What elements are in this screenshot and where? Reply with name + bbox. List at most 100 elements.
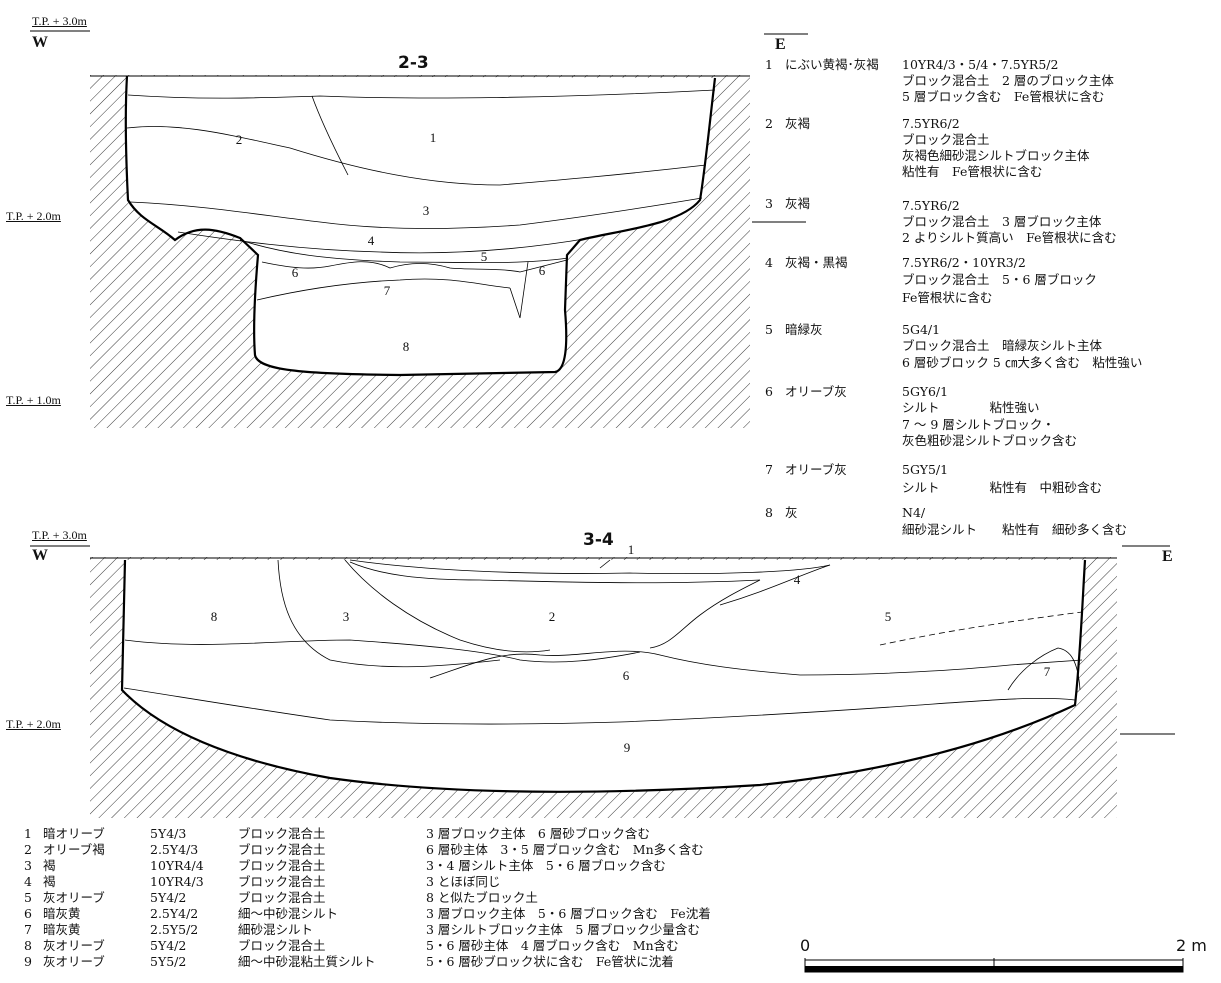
tp-label-3m-2-3: T.P. + 3.0m <box>32 14 87 28</box>
legend-row-line: シルト 粘性強い <box>902 400 1040 415</box>
legend-row-line: シルト 粘性有 中粗砂含む <box>902 480 1103 495</box>
layer-boundaries-2-3 <box>126 89 716 319</box>
layer-number: 5 <box>480 249 488 264</box>
legend-row-color: 2.5Y5/2 <box>150 922 199 937</box>
legend-row-line: ブロック混合土 暗緑灰シルト主体 <box>902 338 1103 353</box>
legend-row-name: 褐 <box>43 858 56 873</box>
legend-row-note: 5・6 層砂ブロック状に含む Fe管状に沈着 <box>426 954 674 969</box>
legend-row-no: 3 <box>765 196 773 211</box>
legend-row-color: 5Y4/2 <box>150 938 187 953</box>
layer-number: 1 <box>429 130 437 145</box>
layer-number: 2 <box>548 609 556 624</box>
legend-row-no: 8 <box>765 505 773 520</box>
section-title-3-4: 3-4 <box>583 530 614 550</box>
legend-row-name: 灰褐 <box>785 196 811 211</box>
layer-number: 8 <box>402 339 410 354</box>
legend-row-note: 3 層ブロック主体 5・6 層ブロック含む Fe沈着 <box>426 906 711 921</box>
legend-row-no: 6 <box>24 906 32 921</box>
legend-row-no: 5 <box>765 322 773 337</box>
legend-row-line: 7.5YR6/2 <box>902 116 960 131</box>
legend-row-name: 暗灰黄 <box>43 906 81 921</box>
legend-row-type: ブロック混合土 <box>238 890 326 905</box>
pit-outline-2-3 <box>124 75 717 377</box>
legend-row-name: 灰褐 <box>785 116 811 131</box>
legend-row-no: 2 <box>24 842 32 857</box>
layer-number: 7 <box>383 283 391 298</box>
legend-row-no: 1 <box>24 826 32 841</box>
legend-row-line: 粘性有 Fe管根状に含む <box>902 164 1043 179</box>
legend-row-line: N4/ <box>902 505 926 520</box>
dashed-boundary-3-4 <box>879 611 1083 646</box>
legend-row-line: 灰褐色細砂混シルトブロック主体 <box>902 148 1090 163</box>
layer-number: 4 <box>367 233 375 248</box>
legend-row-no: 7 <box>765 462 773 477</box>
legend-row-type: ブロック混合土 <box>238 842 326 857</box>
legend-row-name: 灰オリーブ <box>43 890 105 905</box>
east-label-2-3: E <box>775 36 786 53</box>
west-label-2-3: W <box>32 34 48 51</box>
layer-number: 5 <box>884 609 892 624</box>
legend-row-line: ブロック混合土 2 層のブロック主体 <box>902 73 1114 88</box>
legend-row-color: 10YR4/4 <box>150 858 204 873</box>
legend-row-line: 灰色粗砂混シルトブロック含む <box>902 433 1078 448</box>
legend-row-line: 5 層ブロック含む Fe管根状に含む <box>902 89 1105 104</box>
legend-row-line: 6 層砂ブロック 5 ㎝大多く含む 粘性強い <box>902 355 1143 370</box>
legend-row-line: ブロック混合土 3 層ブロック主体 <box>902 214 1102 229</box>
section-3-4 <box>90 557 1117 818</box>
legend-row-color: 10YR4/3 <box>150 874 204 889</box>
legend-row-line: 7.5YR6/2 <box>902 198 960 213</box>
legend-row-note: 3・4 層シルト主体 5・6 層ブロック含む <box>426 858 666 873</box>
tp-label-2m-2-3: T.P. + 2.0m <box>6 209 61 223</box>
legend-row-no: 9 <box>24 954 32 969</box>
layer-number: 1 <box>627 542 635 557</box>
layer-number: 6 <box>291 265 299 280</box>
west-label-3-4: W <box>32 547 48 564</box>
legend-row-type: ブロック混合土 <box>238 874 326 889</box>
scale-end-label: 2 m <box>1176 936 1207 955</box>
legend-row-no: 3 <box>24 858 32 873</box>
legend-row-name: 褐 <box>43 874 56 889</box>
legend-row-name: 灰オリーブ <box>43 954 105 969</box>
legend-row-color: 5Y4/3 <box>150 826 187 841</box>
legend-row-type: 細～中砂混シルト <box>238 906 339 921</box>
legend-row-color: 5Y4/2 <box>150 890 187 905</box>
section-title-2-3: 2-3 <box>398 53 429 73</box>
layer-number: 3 <box>422 203 430 218</box>
layer-number: 3 <box>342 609 350 624</box>
legend-row-type: ブロック混合土 <box>238 858 326 873</box>
legend-row-color: 2.5Y4/2 <box>150 906 199 921</box>
legend-row-note: 3 とほぼ同じ <box>426 874 501 889</box>
layer-number: 4 <box>793 572 801 587</box>
legend-row-no: 4 <box>765 255 773 270</box>
layer-number: 6 <box>622 668 630 683</box>
legend-row-note: 6 層砂主体 3・5 層ブロック含む Mn多く含む <box>426 842 704 857</box>
legend-row-line: 5G4/1 <box>902 322 941 337</box>
legend-row-name: オリーブ灰 <box>785 462 847 477</box>
legend-row-type: ブロック混合土 <box>238 938 326 953</box>
legend-row-no: 4 <box>24 874 32 889</box>
scale-bar <box>804 958 1184 973</box>
legend-row-note: 3 層シルトブロック主体 5 層ブロック少量含む <box>426 922 700 937</box>
layer-number: 8 <box>210 609 218 624</box>
ground-hatch-3-4 <box>90 557 1117 818</box>
legend-row-type: 細砂混シルト <box>238 922 314 937</box>
layer-number: 9 <box>623 740 631 755</box>
legend-row-line: 細砂混シルト 粘性有 細砂多く含む <box>902 522 1128 537</box>
legend-row-no: 6 <box>765 384 773 399</box>
legend-row-color: 2.5Y4/3 <box>150 842 199 857</box>
legend-row-type: ブロック混合土 <box>238 826 326 841</box>
legend-row-no: 5 <box>24 890 32 905</box>
legend-row-line: 5GY6/1 <box>902 384 949 399</box>
legend-row-note: 5・6 層砂主体 4 層ブロック含む Mn含む <box>426 938 679 953</box>
legend-row-type: 細～中砂混粘土質シルト <box>238 954 376 969</box>
scale-start-label: 0 <box>800 936 811 955</box>
legend-row-line: 7 ～ 9 層シルトブロック・ <box>902 417 1055 432</box>
layer-number: 7 <box>1043 664 1051 679</box>
legend-row-color: 5Y5/2 <box>150 954 187 969</box>
legend-row-name: 暗灰黄 <box>43 922 81 937</box>
legend-row-name: にぶい黄褐･灰褐 <box>785 57 879 72</box>
legend-row-note: 8 と似たブロック土 <box>426 890 538 905</box>
legend-row-line: ブロック混合土 5・6 層ブロック <box>902 272 1097 287</box>
legend-row-no: 7 <box>24 922 32 937</box>
